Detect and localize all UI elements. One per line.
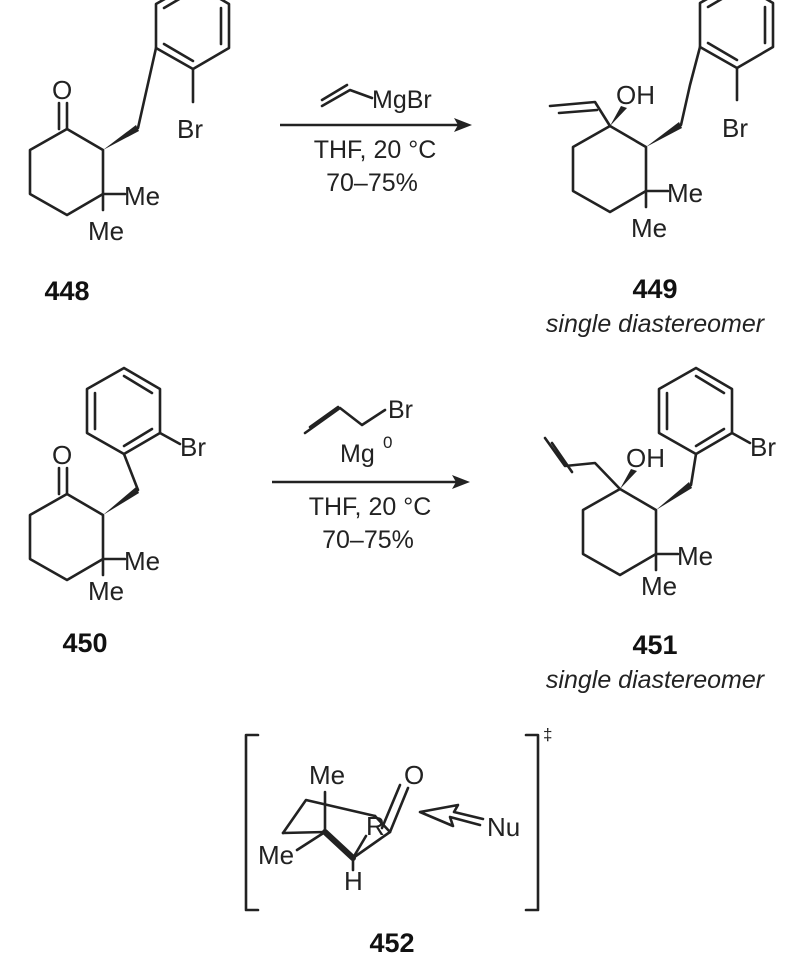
benzene-ring [154,0,231,71]
methyl-label-2: Me [88,576,124,606]
methyl-label-2: Me [88,216,124,246]
reaction-arrow-2: Br Mg 0 THF, 20 °C 70–75% [272,396,470,554]
hydrogen-label: H [344,866,363,896]
double-dagger: ‡ [543,725,552,744]
compound-449: OH Br Me Me 449 single diastereomer [546,0,775,338]
compound-number: 449 [632,274,677,304]
vinyl-reagent-bonds [320,83,374,108]
arrow-head [454,118,472,132]
stereo-wedge [103,125,139,150]
equatorial-methyl-bond [295,830,327,852]
reagent-mg-superscript: 0 [383,433,392,452]
compound-number: 448 [44,276,89,306]
methyl-label-1: Me [124,546,160,576]
oxygen-label: O [404,760,424,790]
hydroxyl-label: OH [616,80,655,110]
hydroxyl-label: OH [626,443,665,473]
compound-450: O Br Me Me 450 [28,366,206,658]
reaction-arrow-1: MgBr THF, 20 °C 70–75% [280,83,472,197]
yield-text: 70–75% [322,526,414,554]
allyl-bonds [543,436,622,491]
benzene-inner-bonds [93,374,154,448]
benzene-inner-bonds [706,0,767,62]
methyl-label-top: Me [309,760,345,790]
arrow-head [452,475,470,489]
reagent-mg: Mg [340,440,375,468]
ethyl-chain [136,46,158,130]
reagent-br: Br [388,396,413,424]
bromine-label: Br [180,432,206,462]
bromine-label: Br [750,432,776,462]
oxygen-label: O [52,75,72,105]
reagent-mgbr: MgBr [372,86,432,114]
benzyl-bond [122,452,140,492]
vinyl-bonds [548,100,612,128]
allyl-reagent-bonds [303,405,387,435]
cyclohexane-ring [571,124,648,214]
compound-451: OH Br Me Me 451 single diastereomer [543,366,776,694]
carbonyl-bond-2 [380,783,402,830]
methyl-label-2: Me [641,571,677,601]
stereo-wedge [103,487,139,515]
chair-front-bold [322,829,356,861]
stereo-wedge-oh [620,469,637,489]
stereo-wedge-oh [610,106,627,126]
benzyl-bond [689,452,698,487]
stereo-wedge [656,482,692,510]
right-bracket [524,733,540,912]
compound-448: O Br Me Me 448 [28,0,231,306]
stereo-wedge [646,122,682,147]
methyl-label-1: Me [677,541,713,571]
c-br-bond [158,431,182,446]
left-bracket [244,733,260,912]
chair-ring-back [281,798,377,835]
cyclohexane-ring [28,492,105,582]
benzene-ring [657,366,734,456]
compound-number: 450 [62,628,107,658]
methyl-label-1: Me [124,181,160,211]
benzene-ring [698,0,775,70]
nucleophile-attack-arrow [418,803,485,828]
stereo-note: single diastereomer [546,666,766,694]
carbonyl-bond [388,786,410,834]
ethyl-chain [679,45,702,127]
methyl-label-left: Me [258,840,294,870]
stereo-note: single diastereomer [546,310,766,338]
benzene-inner-bonds [162,0,223,63]
nucleophile-label: Nu [487,812,520,842]
benzene-inner-bonds [665,374,726,448]
oxygen-label: O [52,440,72,470]
r-label: R [366,811,385,841]
benzene-ring [85,366,162,456]
conditions-text: THF, 20 °C [314,136,437,164]
bromine-label: Br [177,114,203,144]
c-br-bond [730,431,752,445]
cyclohexane-ring [28,127,105,217]
compound-number: 451 [632,630,677,660]
compound-number: 452 [369,928,414,958]
methyl-label-1: Me [667,178,703,208]
transition-state-452: ‡ Me Me O R H Nu 452 [244,725,552,958]
cyclohexane-ring [581,487,658,577]
r-bond [351,834,368,860]
bromine-label: Br [722,113,748,143]
yield-text: 70–75% [326,169,418,197]
methyl-label-2: Me [631,213,667,243]
conditions-text: THF, 20 °C [309,493,432,521]
